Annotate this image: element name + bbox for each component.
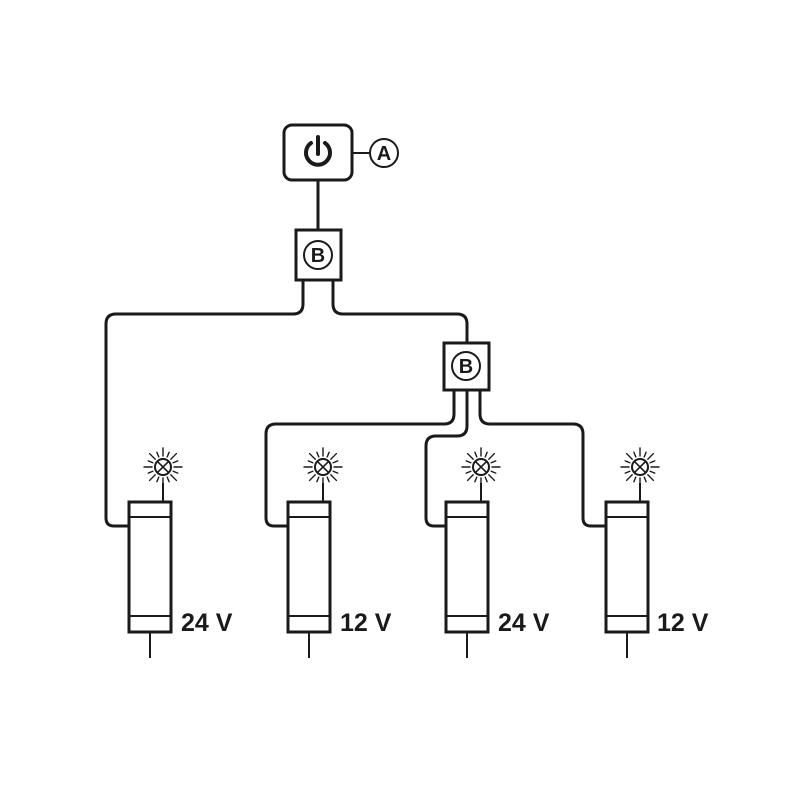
driver-2: 12 V (286, 483, 392, 658)
splitter-1-box[interactable] (294, 228, 343, 282)
driver-3: 24 V (444, 483, 550, 658)
callout-a-label: A (377, 143, 391, 165)
driver-4-box[interactable] (604, 500, 650, 634)
driver-4-voltage: 12 V (657, 609, 709, 637)
driver-2-voltage: 12 V (340, 609, 392, 637)
driver-2-box[interactable] (286, 500, 332, 634)
splitter-2-circle (451, 351, 481, 381)
lamp-icon (620, 447, 660, 487)
wire-splitter2-to-driver2 (264, 388, 456, 528)
wire-splitter2-to-driver4 (478, 388, 608, 528)
wire-splitter1-to-driver1 (104, 278, 305, 528)
driver-3-voltage: 24 V (498, 609, 550, 637)
splitter-2-label: B (459, 356, 473, 378)
lamps (143, 447, 660, 487)
power-icon (304, 135, 332, 167)
wires (104, 178, 608, 528)
driver-1-voltage: 24 V (181, 609, 233, 637)
driver-1-box[interactable] (127, 500, 173, 634)
splitter-2: B (442, 341, 491, 392)
callout-a-circle (369, 138, 399, 168)
wire-splitter2-to-driver3 (424, 388, 469, 528)
switch-group: A (282, 123, 399, 182)
lamp-icon (143, 447, 183, 487)
wire-splitter1-to-splitter2 (331, 278, 469, 345)
lamp-icon (461, 447, 501, 487)
splitter-1-label: B (311, 245, 325, 267)
driver-1: 24 V (127, 483, 233, 658)
driver-3-box[interactable] (444, 500, 490, 634)
driver-4: 12 V (604, 483, 709, 658)
lamp-icon (303, 447, 343, 487)
splitter-1-circle (303, 240, 333, 270)
splitter-1: B (294, 228, 343, 282)
